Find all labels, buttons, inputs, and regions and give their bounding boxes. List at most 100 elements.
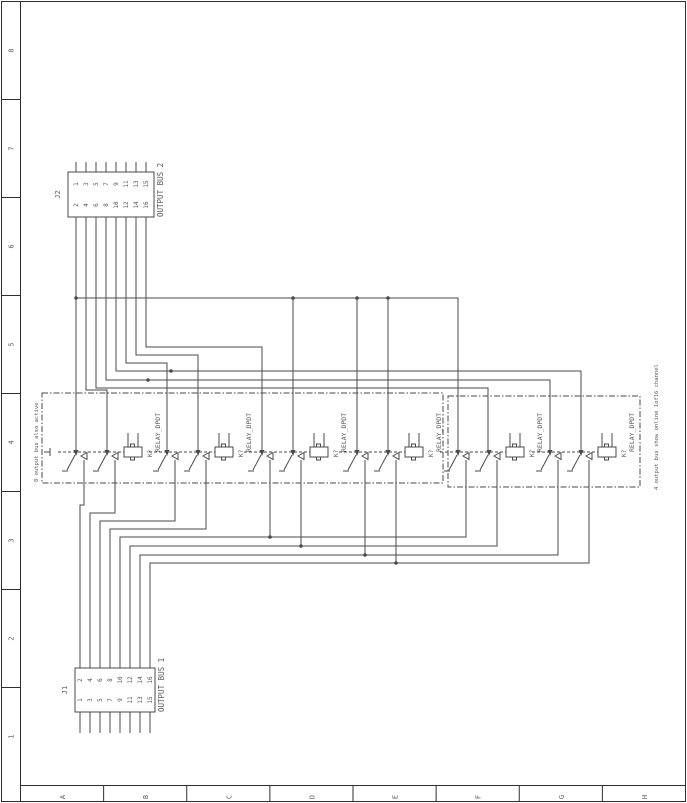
coil-bump — [604, 443, 609, 448]
wire — [157, 454, 167, 471]
row-ref: 3 — [8, 538, 16, 542]
pin-number: 1 — [73, 182, 80, 186]
bus-group-box-right: 4 output bus show online 1of16 channel — [447, 364, 660, 490]
wire — [129, 460, 498, 668]
relay-value: RELAY_DPDT — [536, 413, 544, 452]
coil-bump — [130, 456, 135, 461]
pin-number: 6 — [93, 203, 100, 207]
wire — [378, 454, 388, 471]
group-annotation: 8 output bus also active — [34, 403, 40, 482]
pin-number: 2 — [77, 678, 84, 682]
coil-body — [309, 446, 329, 458]
pin-number: 13 — [133, 180, 140, 188]
coil-bump — [221, 443, 226, 448]
wire — [79, 460, 85, 668]
relay-value: RELAY_DPDT — [628, 413, 636, 452]
pin-number: 15 — [143, 180, 150, 188]
contact-tip — [164, 450, 170, 456]
relay-dpdt-6: K?RELAY_DPDT — [532, 413, 636, 472]
wire — [125, 217, 168, 450]
wire — [76, 297, 459, 450]
throw-arrow — [297, 451, 305, 461]
pin-number: 3 — [87, 698, 94, 702]
contact-tip — [385, 450, 391, 456]
pin-number: 5 — [97, 698, 104, 702]
throw-arrow — [202, 451, 210, 461]
junction-dot — [146, 378, 150, 382]
wire — [145, 217, 263, 450]
pin-number: 9 — [117, 698, 124, 702]
coil-bump — [512, 443, 517, 448]
connector-name: OUTPUT BUS 2 — [156, 163, 165, 217]
relay-value: RELAY_DPDT — [340, 413, 348, 452]
pin-number: 10 — [117, 676, 124, 684]
row-ref: 4 — [8, 440, 16, 444]
relay-value: RELAY_DPDT — [154, 413, 162, 452]
relay-ref: K? — [238, 449, 245, 457]
throw-arrow — [462, 451, 470, 461]
pin-number: 8 — [107, 678, 114, 682]
contact-tip — [259, 450, 265, 456]
pin-number: 5 — [93, 182, 100, 186]
wire — [571, 454, 581, 471]
coil-bump — [316, 456, 321, 461]
relay-dpdt-1: K?RELAY_DPDT — [58, 413, 162, 472]
coil-body — [214, 446, 234, 458]
row-ref: 2 — [8, 636, 16, 640]
pin-number: 1 — [77, 698, 84, 702]
col-ref: E — [392, 795, 400, 799]
pin-number: 6 — [97, 678, 104, 682]
pin-number: 13 — [137, 696, 144, 704]
wire — [135, 217, 199, 450]
relay-ref: K? — [333, 449, 340, 457]
pin-number: 16 — [147, 676, 154, 684]
row-ref: 7 — [8, 146, 16, 150]
wire — [347, 454, 357, 471]
row-ref: 1 — [8, 734, 16, 738]
coil-bump — [221, 456, 226, 461]
throw-arrow — [111, 451, 119, 461]
relay-ref: K? — [428, 449, 435, 457]
throw-arrow — [171, 451, 179, 461]
junction-dot — [291, 296, 295, 300]
wire — [479, 454, 489, 471]
col-ref: A — [59, 794, 67, 799]
pin-number: 12 — [127, 676, 134, 684]
coil-bump — [604, 456, 609, 461]
coil-body — [404, 446, 424, 458]
contact-tip — [73, 450, 79, 456]
group-outline — [447, 395, 641, 488]
coil-bump — [411, 456, 416, 461]
pin-number: 9 — [113, 182, 120, 186]
pin-number: 7 — [107, 698, 114, 702]
pin-number: 11 — [127, 696, 134, 704]
connector-body — [67, 171, 155, 218]
throw-arrow — [554, 451, 562, 461]
contact-tip — [578, 450, 584, 456]
col-ref: D — [308, 795, 316, 799]
contact-tip — [547, 450, 553, 456]
wire — [99, 460, 176, 668]
col-ref: H — [641, 795, 649, 799]
coil-body — [597, 446, 617, 458]
wire — [97, 454, 107, 471]
junction-dot — [363, 553, 367, 557]
junction-dot — [394, 561, 398, 565]
throw-arrow — [585, 451, 593, 461]
row-ref: 5 — [8, 342, 16, 346]
junction-dot — [268, 535, 272, 539]
col-ref: G — [558, 795, 566, 799]
junction-dot — [169, 369, 173, 373]
junction-dot — [355, 296, 359, 300]
coil-body — [123, 446, 143, 458]
pin-number: 16 — [143, 201, 150, 209]
pin-number: 8 — [103, 203, 110, 207]
bus-group-box-left: 8 output bus also active — [34, 392, 444, 484]
throw-arrow — [392, 451, 400, 461]
